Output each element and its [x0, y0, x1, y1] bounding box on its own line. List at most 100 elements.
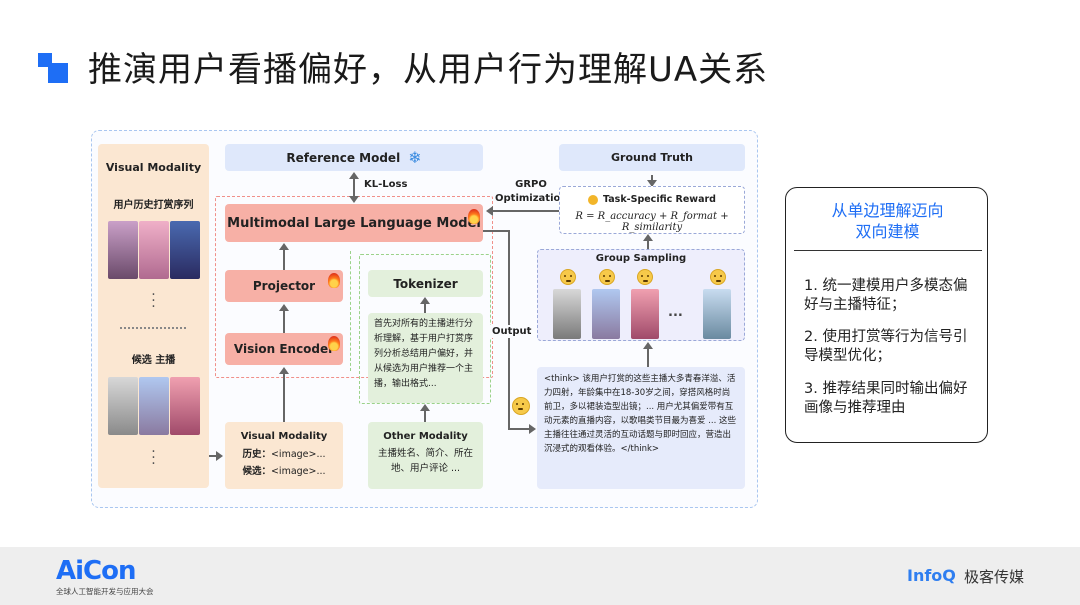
arrow-line: [647, 238, 649, 249]
grpo-arrow-line: [492, 210, 559, 212]
think-output-box: <think> 该用户打赏的这些主播大多青春洋溢、活力四射，年龄集中在18-30…: [537, 367, 745, 489]
vision-encoder-box: Vision Encoder: [225, 333, 343, 365]
footer: [0, 547, 1080, 605]
sample-thumbnail: [592, 289, 620, 339]
candidate-thumbnail: [170, 377, 200, 435]
candidate-thumbnail: [108, 377, 138, 435]
neutral-face-icon: [560, 269, 576, 285]
output-arrow-line: [483, 230, 509, 232]
connector-dashed: [350, 251, 352, 371]
think-text: <think> 该用户打赏的这些主播大多青春洋溢、活力四射，年龄集中在18-30…: [544, 374, 737, 454]
reward-formula: R = R_accuracy + R_format + R_similarity: [575, 211, 729, 233]
mllm-label: Multimodal Large Language Model: [227, 215, 481, 231]
arrow-line: [209, 455, 219, 457]
history-thumbnail: [108, 221, 138, 279]
flame-icon: [328, 273, 340, 288]
neutral-face-icon: [710, 269, 726, 285]
sample-thumbnail: [703, 289, 731, 339]
ground-truth-box: Ground Truth: [559, 144, 745, 171]
prompt-box: 首先对所有的主播进行分析理解，基于用户打赏序列分析总结用户偏好，并从候选为用户推…: [368, 313, 483, 403]
history-value: <image>...: [270, 449, 326, 460]
thinking-face-icon: [512, 397, 530, 415]
summary-title-line2: 双向建模: [855, 222, 920, 241]
vision-encoder-label: Vision Encoder: [233, 342, 335, 356]
tokenizer-label: Tokenizer: [393, 276, 458, 291]
arrow-line: [283, 309, 285, 333]
snowflake-icon: ❄: [408, 148, 422, 167]
arrow-line: [283, 247, 285, 270]
kl-arrow-line: [353, 175, 355, 199]
other-modality-box: Other Modality 主播姓名、简介、所在地、用户评论 ...: [368, 422, 483, 489]
summary-item: 2. 使用打赏等行为信号引导模型优化；: [804, 329, 968, 364]
brand-squares-icon: [38, 53, 70, 85]
tokenizer-box: Tokenizer: [368, 270, 483, 297]
grpo-label: GRPO: [515, 179, 547, 190]
smile-face-icon: [637, 269, 653, 285]
flame-icon: [328, 336, 340, 351]
separator: [120, 327, 186, 329]
visual-modality-box-title: Visual Modality: [240, 431, 328, 442]
mllm-box: Multimodal Large Language Model: [225, 204, 483, 242]
arrow-up: [643, 234, 653, 241]
arrow-up: [420, 297, 430, 304]
summary-item: 1. 统一建模用户多模态偏好与主播特征；: [804, 278, 968, 313]
reference-model-box: Reference Model ❄: [225, 144, 483, 171]
reference-model-label: Reference Model: [286, 150, 401, 165]
arrow-up: [643, 342, 653, 349]
aicon-logo: AiCon: [56, 556, 136, 586]
grpo-optimization-label: Optimization: [495, 193, 568, 204]
kl-arrow-up: [349, 172, 359, 179]
other-modality-title: Other Modality: [383, 431, 468, 442]
arrow-up: [279, 304, 289, 311]
sample-thumbnail: [631, 289, 659, 339]
task-reward-label: Task-Specific Reward: [603, 194, 716, 205]
reward-box: Task-Specific Reward R = R_accuracy + R_…: [559, 186, 745, 234]
projector-box: Projector: [225, 270, 343, 302]
history-thumbnail: [139, 221, 169, 279]
sample-thumbnail: [553, 289, 581, 339]
projector-label: Projector: [252, 279, 316, 293]
arrow-up: [279, 367, 289, 374]
output-arrow-head: [529, 424, 536, 434]
flame-icon: [468, 209, 480, 224]
summary-title-line1: 从单边理解迈向: [831, 201, 944, 220]
arrow-line: [424, 301, 426, 313]
prompt-text: 首先对所有的主播进行分析理解，基于用户打赏序列分析总结用户偏好，并从候选为用户推…: [374, 319, 474, 389]
arrow-down: [647, 180, 657, 187]
visual-modality-panel: Visual Modality 用户历史打赏序列 ··· 候选 主播 ···: [98, 144, 209, 488]
infoq-brand-name: 极客传媒: [964, 568, 1025, 586]
arrow-line: [647, 346, 649, 367]
other-modality-text: 主播姓名、简介、所在地、用户评论 ...: [378, 448, 474, 474]
arrow-line: [283, 372, 285, 422]
vertical-ellipsis: ···: [151, 444, 156, 472]
arrow-up: [279, 243, 289, 250]
kl-loss-label: KL-Loss: [364, 179, 408, 190]
kl-arrow-down: [349, 196, 359, 203]
arrow-up: [420, 404, 430, 411]
summary-panel: 从单边理解迈向 双向建模 1. 统一建模用户多模态偏好与主播特征； 2. 使用打…: [785, 187, 988, 443]
medal-icon: [588, 194, 599, 205]
group-sampling-box: Group Sampling ...: [537, 249, 745, 341]
output-label: Output: [490, 325, 534, 338]
aicon-subtitle: 全球人工智能开发与应用大会: [56, 587, 154, 596]
neutral-face-icon: [599, 269, 615, 285]
candidate-key: 候选：: [242, 466, 271, 477]
arrow-right: [216, 451, 223, 461]
visual-modality-box: Visual Modality 历史：<image>... 候选：<image>…: [225, 422, 343, 489]
arrow-line: [424, 408, 426, 422]
history-thumbnail: [170, 221, 200, 279]
infoq-logo: InfoQ: [907, 566, 956, 585]
group-sampling-label: Group Sampling: [595, 253, 687, 264]
visual-modality-title: Visual Modality: [105, 161, 202, 174]
candidate-thumbnail: [139, 377, 169, 435]
slide-title: 推演用户看播偏好，从用户行为理解UA关系: [88, 50, 769, 90]
history-sequence-label: 用户历史打赏序列: [113, 200, 194, 211]
candidate-label: 候选 主播: [131, 355, 176, 366]
history-key: 历史：: [242, 449, 271, 460]
ellipsis: ...: [668, 305, 683, 320]
grpo-arrow-head: [486, 206, 493, 216]
divider: [794, 250, 982, 251]
summary-item: 3. 推荐结果同时输出偏好画像与推荐理由: [804, 381, 968, 416]
architecture-diagram: Visual Modality 用户历史打赏序列 ··· 候选 主播 ··· R…: [91, 130, 758, 508]
